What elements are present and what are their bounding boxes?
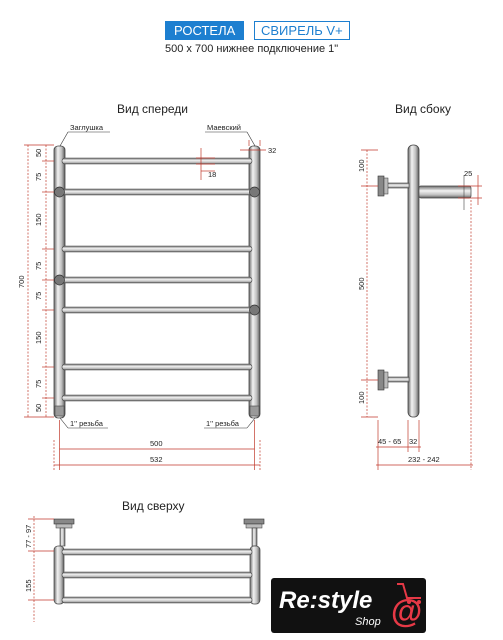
crossbar [61,245,253,253]
front-view-title: Вид спереди [117,102,189,116]
dim-total-height: 700 [17,275,26,288]
front-view: Заглушка Маевский 1'' резьба 1'' резьба … [17,123,276,470]
top-bracket-arm [384,182,410,189]
logo-graphic: Re:style Shop @ [279,583,422,629]
dim-side-top: 100 [357,159,366,172]
side-view: 25 100 500 100 45 - 65 32 232 - 242 [357,144,482,470]
dim-seg-6: 150 [34,331,43,344]
dim-width-inner: 500 [150,439,163,448]
dim-seg-1: 50 [34,149,43,157]
right-cap [249,304,260,316]
plug-label: Заглушка [70,123,104,132]
side-view-title: Вид сбоку [395,102,451,116]
top-view-title: Вид сверху [122,499,185,513]
top-right-plate [243,518,265,525]
side-bar [418,185,472,199]
crossbar [61,306,253,314]
dim-top-wall: 77 - 97 [24,525,33,548]
dim-top-depth: 155 [24,579,33,592]
crossbar [61,394,253,402]
left-connection [54,405,65,417]
top-bar [61,571,253,579]
bottom-bracket-arm [384,376,410,383]
dim-side-offset: 45 - 65 [378,437,401,446]
top-left-plate [53,518,75,525]
top-bar [61,548,253,556]
dim-side-bottom: 100 [357,391,366,404]
right-cap [249,186,260,198]
crossbar [61,188,253,196]
crossbars [61,157,253,402]
dim-seg-5: 75 [34,292,43,300]
side-collector [407,144,420,418]
thread-label-left: 1'' резьба [70,419,104,428]
restyle-shop-logo: Re:style Shop @ [271,578,426,633]
crossbar [61,276,253,284]
dim-width-outer: 532 [150,455,163,464]
bottom-wall-plate [377,369,385,391]
right-connection [249,405,260,417]
dim-seg-4: 75 [34,262,43,270]
cart-icon [397,583,421,604]
dim-seg-7: 75 [34,380,43,388]
dim-bar: 18 [208,170,216,179]
subtitle: 500 х 700 нижнее подключение 1" [165,43,339,55]
dim-tube: 32 [268,146,276,155]
dim-side-tube: 32 [409,437,417,446]
dim-seg-3: 150 [34,213,43,226]
dim-seg-8: 50 [34,404,43,412]
top-wall-plate [377,175,385,197]
thread-label-right: 1'' резьба [206,419,240,428]
logo-sub-text: Shop [355,616,381,628]
dim-side-mid: 500 [357,277,366,290]
top-view: 77 - 97 155 [24,516,265,622]
model-badge: СВИРЕЛЬ V+ [254,21,350,40]
brand-badge: РОСТЕЛА [165,21,245,40]
left-cap [54,274,65,286]
valve-label: Маевский [207,123,241,132]
left-cap [54,186,65,198]
top-bar [61,596,253,604]
dim-side-depth: 232 - 242 [408,455,440,464]
crossbar [61,363,253,371]
crossbar [61,157,253,165]
dim-bar-dia: 25 [464,169,472,178]
dim-seg-2: 75 [34,173,43,181]
segment-dimensions [27,145,47,417]
logo-main-text: Re:style [279,587,372,614]
